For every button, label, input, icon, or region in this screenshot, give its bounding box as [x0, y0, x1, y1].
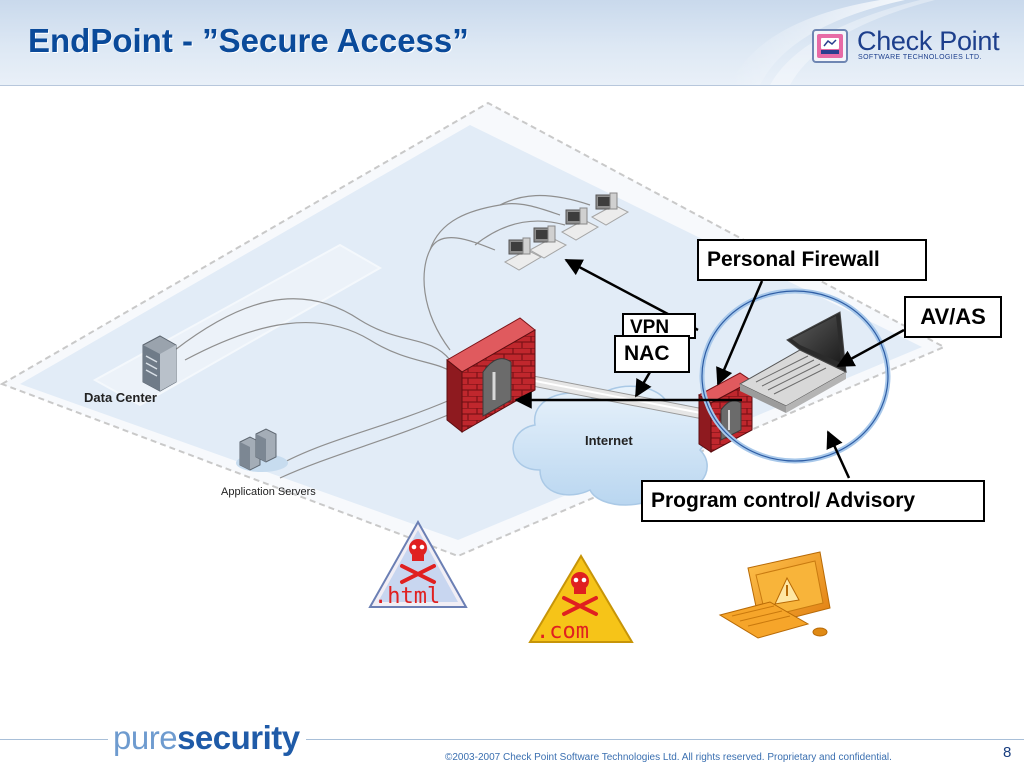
- data-center-server-icon: [142, 335, 177, 392]
- slide-title: EndPoint - ”Secure Access”: [28, 22, 469, 59]
- checkpoint-logo-icon: [812, 29, 848, 63]
- perimeter-firewall-icon: [446, 317, 536, 434]
- av-as-callout: AV/AS: [904, 296, 1002, 338]
- brand-tagline: SOFTWARE TECHNOLOGIES LTD.: [858, 54, 982, 61]
- nac-callout: NAC: [614, 335, 690, 373]
- program-control-callout-text: Program control/ Advisory: [651, 489, 916, 512]
- page-number: 8: [1003, 744, 1012, 761]
- header-swoosh-decoration: [730, 0, 935, 85]
- program-control-callout: Program control/ Advisory: [641, 480, 985, 522]
- com-threat-icon: [528, 554, 634, 643]
- secure-access-diagram: Data Center Application Servers Internet: [0, 101, 947, 644]
- footer-line-left: [0, 739, 108, 740]
- nac-callout-text: NAC: [624, 342, 670, 365]
- footer-brand-light: pure: [113, 719, 178, 756]
- warning-computer-icon: [718, 551, 831, 639]
- puresecurity-footer-logo: puresecurity: [113, 719, 300, 757]
- endpoint-laptop-icon: [738, 311, 848, 413]
- av-as-callout-text: AV/AS: [920, 304, 986, 329]
- checkpoint-brand: Check Point SOFTWARE TECHNOLOGIES LTD.: [812, 26, 1012, 66]
- endpoint-boundary-outline: [701, 290, 889, 462]
- internet-label: Internet: [585, 433, 633, 448]
- desktop-computers: [503, 192, 630, 271]
- footer-brand-bold: security: [177, 719, 300, 756]
- html-threat-icon: [368, 519, 468, 608]
- brand-name: Check Point: [857, 26, 1000, 56]
- personal-firewall-callout: Personal Firewall: [697, 239, 927, 281]
- data-center-label: Data Center: [84, 390, 157, 405]
- html-threat-label: .html: [374, 584, 440, 609]
- network-cables: [174, 195, 591, 479]
- copyright-notice: ©2003-2007 Check Point Software Technolo…: [445, 752, 892, 763]
- application-servers-label: Application Servers: [221, 486, 316, 498]
- com-threat-label: .com: [536, 619, 589, 644]
- personal-firewall-callout-text: Personal Firewall: [707, 248, 880, 271]
- slide-header: EndPoint - ”Secure Access” Check Point S…: [0, 0, 1024, 86]
- application-servers-icon: [236, 428, 288, 472]
- vpn-callout-text: VPN: [630, 317, 670, 338]
- footer-line-right: [306, 739, 1024, 740]
